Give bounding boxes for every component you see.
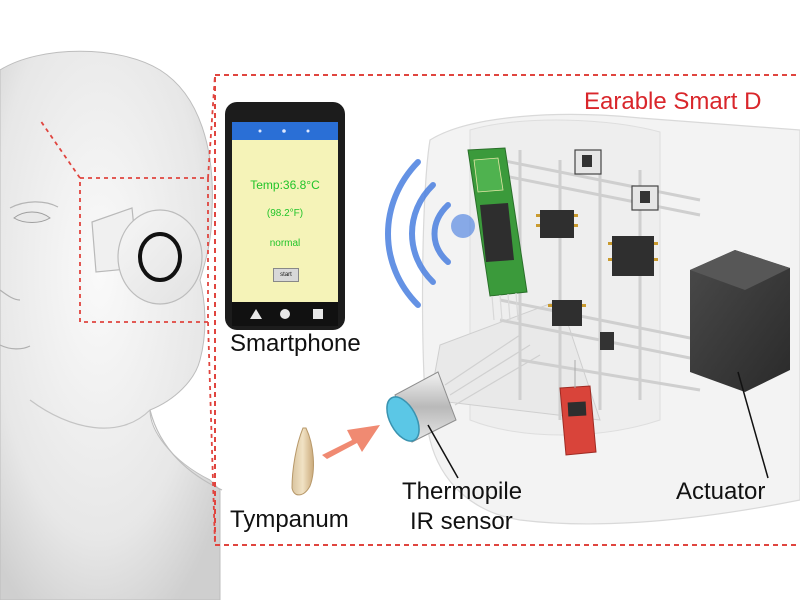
- health-status: normal: [232, 238, 338, 249]
- diagram-title: Earable Smart D: [584, 88, 761, 116]
- phone-screen: Temp:36.8°C (98.2°F) normal start: [232, 140, 338, 302]
- tympanum-label: Tympanum: [230, 506, 349, 534]
- head-illustration: [0, 51, 222, 600]
- start-button[interactable]: start: [273, 268, 299, 282]
- temperature-fahrenheit: (98.2°F): [232, 208, 338, 219]
- ir-arrow-icon: [322, 425, 380, 459]
- temperature-celsius: Temp:36.8°C: [232, 178, 338, 192]
- ir-sensor-label: IR sensor: [410, 508, 513, 536]
- tympanum-shape: [292, 428, 313, 495]
- thermopile-label: Thermopile: [402, 478, 522, 506]
- smartphone-label: Smartphone: [230, 330, 361, 358]
- actuator-label: Actuator: [676, 478, 765, 506]
